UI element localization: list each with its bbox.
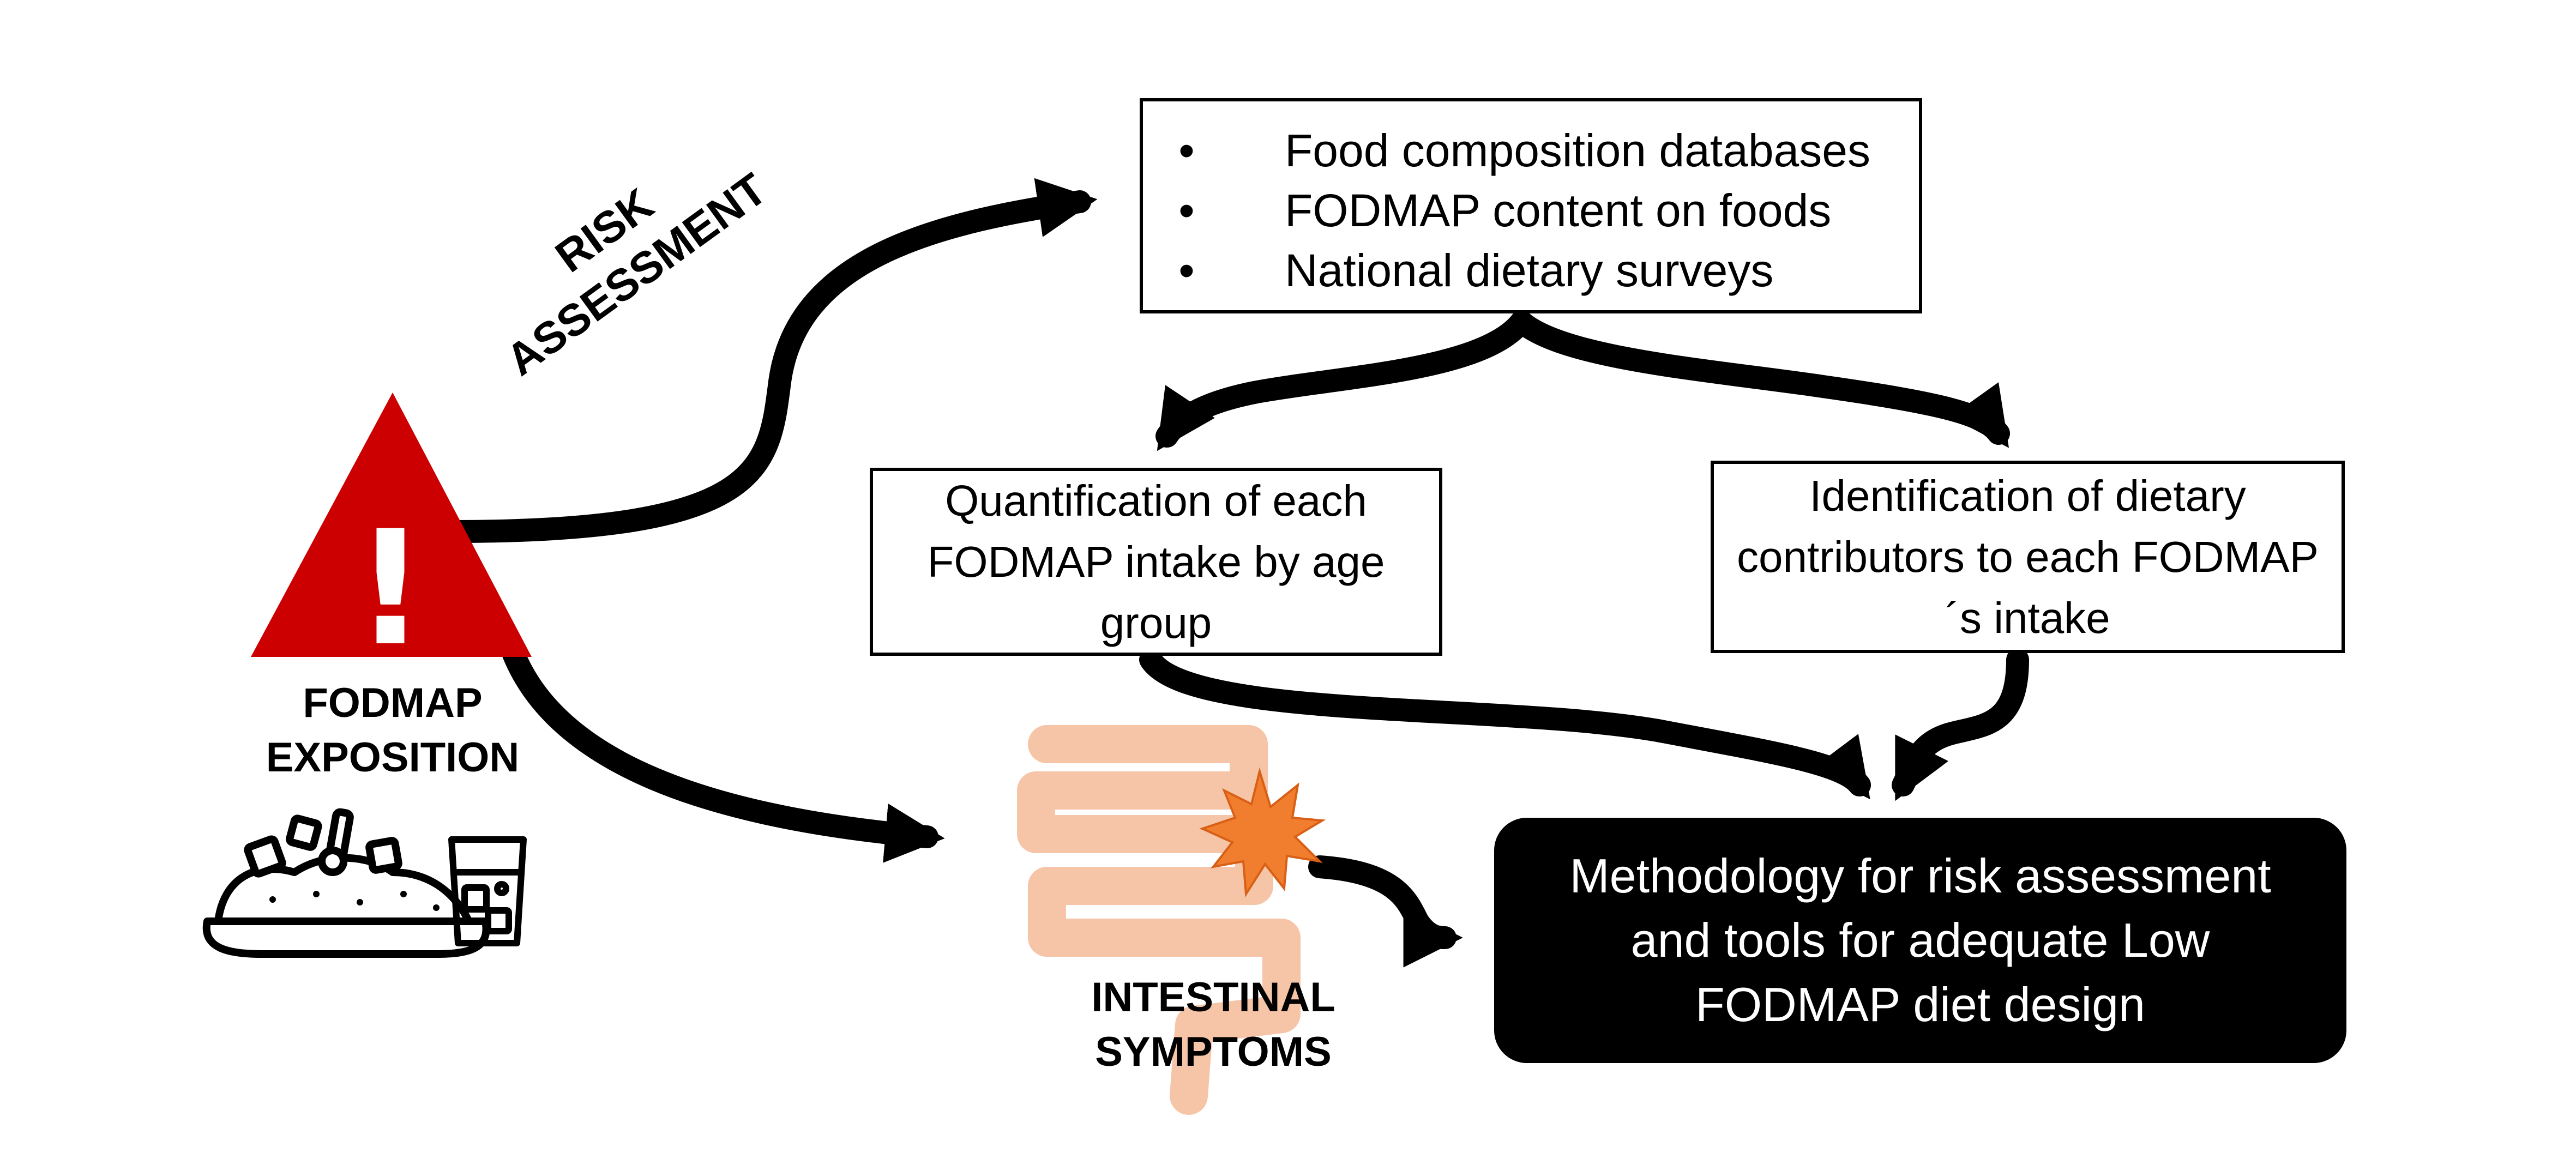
list-item-text: National dietary surveys <box>1285 245 1774 296</box>
arrow-exposition-to-symptoms <box>501 640 945 863</box>
arrow-sources-to-quantification <box>1155 310 1533 451</box>
quantification-box: Quantification of each FODMAP intake by … <box>870 468 1442 656</box>
food-speck <box>313 891 320 897</box>
ice-cube <box>485 907 512 934</box>
list-item: • National dietary surveys <box>1176 240 1886 300</box>
methodology-box: Methodology for risk assessment and tool… <box>1494 818 2346 1063</box>
fodmap-exposition-label: FODMAP EXPOSITION <box>266 680 520 781</box>
bullet: • <box>1178 245 1195 296</box>
identification-text: Identification of dietary contributors t… <box>1736 471 2319 642</box>
food-speck <box>269 896 276 903</box>
arrow-identification-to-methodology <box>1892 648 2029 801</box>
data-sources-box: • Food composition databases • FODMAP co… <box>1140 98 1922 313</box>
arrow-exposition-to-sources <box>441 178 1098 543</box>
food-mound <box>214 854 473 925</box>
methodology-text: Methodology for risk assessment and tool… <box>1569 849 2271 1031</box>
food-speck <box>433 904 440 911</box>
arrow-symptoms-to-methodology <box>1308 855 1463 968</box>
quantification-text: Quantification of each FODMAP intake by … <box>927 476 1385 647</box>
food-speck <box>400 891 407 897</box>
food-piece <box>318 847 347 876</box>
list-item-text: FODMAP content on foods <box>1285 185 1832 236</box>
warning-mark: ! <box>354 497 426 681</box>
glass-body <box>448 836 527 946</box>
arrow-sources-to-identification <box>1510 310 2010 448</box>
intestinal-symptoms-label: INTESTINAL SYMPTOMS <box>1091 974 1335 1075</box>
list-item: • Food composition databases <box>1176 120 1886 180</box>
food-piece <box>244 835 286 878</box>
arrow-quantification-to-methodology <box>1139 648 1871 800</box>
warning-triangle-icon: ! <box>251 393 532 681</box>
pain-burst-shape <box>1199 767 1326 898</box>
intestine-icon <box>1017 725 1301 1115</box>
connector-arrows <box>441 178 2029 968</box>
water-glass-icon <box>448 836 527 946</box>
food-piece <box>365 837 402 874</box>
intestine-shape <box>1017 725 1301 1115</box>
identification-box: Identification of dietary contributors t… <box>1711 461 2345 653</box>
warning-triangle-shape <box>251 393 532 657</box>
ice-cube <box>461 884 490 913</box>
bullet: • <box>1178 125 1195 176</box>
bullet: • <box>1178 185 1195 236</box>
bubble <box>494 881 509 896</box>
food-plate-shape <box>202 917 490 958</box>
food-plate-icon <box>202 808 490 958</box>
list-item: • FODMAP content on foods <box>1176 180 1886 240</box>
food-speck <box>357 899 363 906</box>
pain-burst-icon <box>1199 767 1326 898</box>
data-sources-list: • Food composition databases • FODMAP co… <box>1176 120 1886 300</box>
food-piece <box>286 814 322 851</box>
list-item-text: Food composition databases <box>1285 125 1870 176</box>
